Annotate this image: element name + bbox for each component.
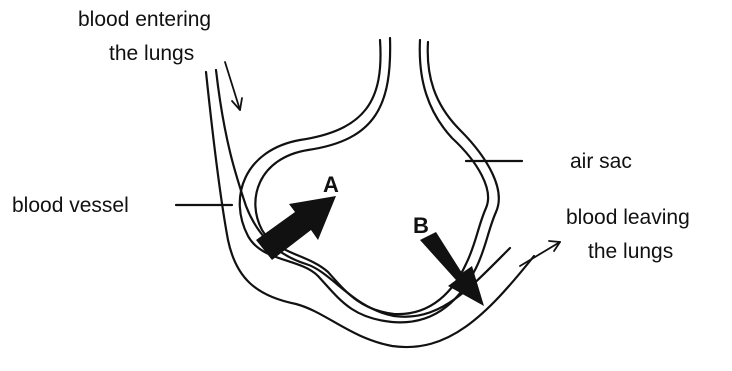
blood-entering-label-line2: the lungs	[109, 42, 194, 66]
arrow-b-label: B	[413, 214, 429, 238]
blood-leaving-label-line2: the lungs	[588, 240, 673, 264]
air-sac-label: air sac	[570, 150, 632, 174]
arrow-a-shape	[256, 196, 336, 260]
arrow-a-label: A	[323, 173, 339, 197]
blood-vessel-label: blood vessel	[12, 194, 129, 218]
blood-leaving-arrow	[520, 241, 560, 266]
blood-entering-arrow	[225, 62, 242, 110]
blood-leaving-label-line1: blood leaving	[566, 206, 690, 230]
blood-entering-label-line1: blood entering	[78, 8, 211, 32]
